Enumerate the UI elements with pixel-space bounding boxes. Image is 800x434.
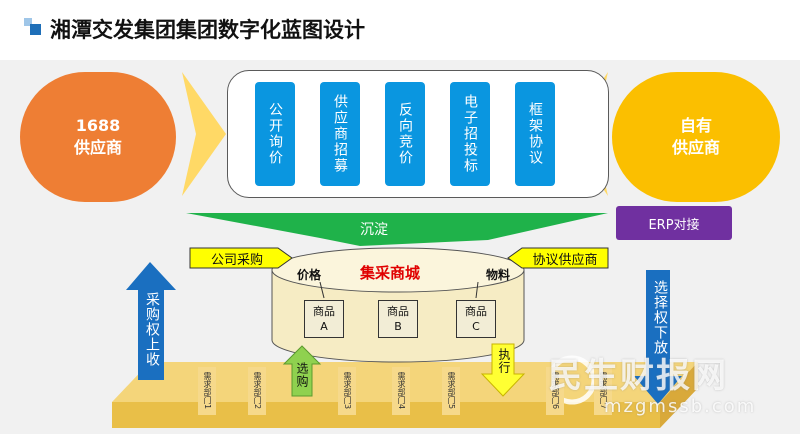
price-label: 价格 (297, 268, 322, 282)
module-supplier-recruitment: 供应商招募 (320, 82, 360, 186)
select-up-arrow (282, 345, 322, 397)
mall-cylinder-top (271, 247, 525, 293)
department-4: 需求部门4 (392, 367, 410, 415)
rights-up-arrow (126, 262, 176, 380)
product-a: 商品 A (304, 300, 344, 338)
product-b: 商品 B (378, 300, 418, 338)
company-purchase-callout (189, 247, 293, 269)
supplier-1688-line1: 1688 (75, 116, 121, 135)
product-c-line1: 商品 (465, 305, 487, 318)
material-label: 物料 (486, 268, 511, 282)
module-e-bidding: 电子招投标 (450, 82, 490, 186)
product-c-line2: C (472, 320, 480, 333)
title-bar (0, 0, 800, 60)
product-a-line1: 商品 (313, 305, 335, 318)
product-b-line2: B (394, 320, 402, 333)
select-label: 选购 (295, 362, 309, 388)
product-c: 商品 C (456, 300, 496, 338)
department-5: 需求部门5 (442, 367, 460, 415)
supplier-1688-line2: 供应商 (73, 138, 122, 157)
department-platform-front (112, 402, 660, 428)
department-7: 需求部门7 (594, 367, 612, 415)
product-a-line2: A (320, 320, 328, 333)
execute-label: 执行 (497, 348, 511, 374)
department-6: 需求部门6 (546, 367, 564, 415)
own-supplier: 自有 供应商 (612, 72, 780, 202)
rights-down-arrow (634, 270, 682, 404)
settle-funnel (186, 213, 608, 246)
module-reverse-auction: 反向竞价 (385, 82, 425, 186)
price-arrow (319, 281, 325, 299)
title-accent (30, 24, 41, 35)
department-platform-side (660, 362, 698, 428)
company-purchase-label: 公司采购 (210, 252, 263, 268)
rights-down-label: 选择权下放 (652, 280, 668, 355)
department-3: 需求部门3 (338, 367, 356, 415)
department-2: 需求部门2 (248, 367, 266, 415)
material-arrow (475, 281, 479, 299)
supplier-1688: 1688 供应商 (20, 72, 176, 202)
product-b-line1: 商品 (387, 305, 409, 318)
department-1: 需求部门1 (198, 367, 216, 415)
left-chevron (182, 72, 226, 196)
execute-down-arrow (480, 343, 526, 397)
watermark-brand: 民生财报网 (548, 356, 728, 396)
module-public-inquiry: 公开询价 (255, 82, 295, 186)
rights-up-label: 采购权上收 (144, 292, 160, 367)
own-supplier-line2: 供应商 (671, 138, 720, 157)
module-framework-agreement: 框架协议 (515, 82, 555, 186)
title-accent-light (24, 18, 32, 26)
erp-integration: ERP对接 (616, 206, 732, 240)
own-supplier-line1: 自有 (679, 116, 712, 135)
page-title: 湘潭交发集团集团数字化蓝图设计 (50, 18, 365, 42)
mall-title: 集采商城 (360, 264, 421, 282)
settle-label: 沉淀 (360, 222, 388, 238)
agreement-supplier-label: 协议供应商 (532, 252, 598, 268)
agreement-supplier-callout (507, 247, 609, 269)
watermark-url: mzgmssb.com (604, 396, 757, 417)
